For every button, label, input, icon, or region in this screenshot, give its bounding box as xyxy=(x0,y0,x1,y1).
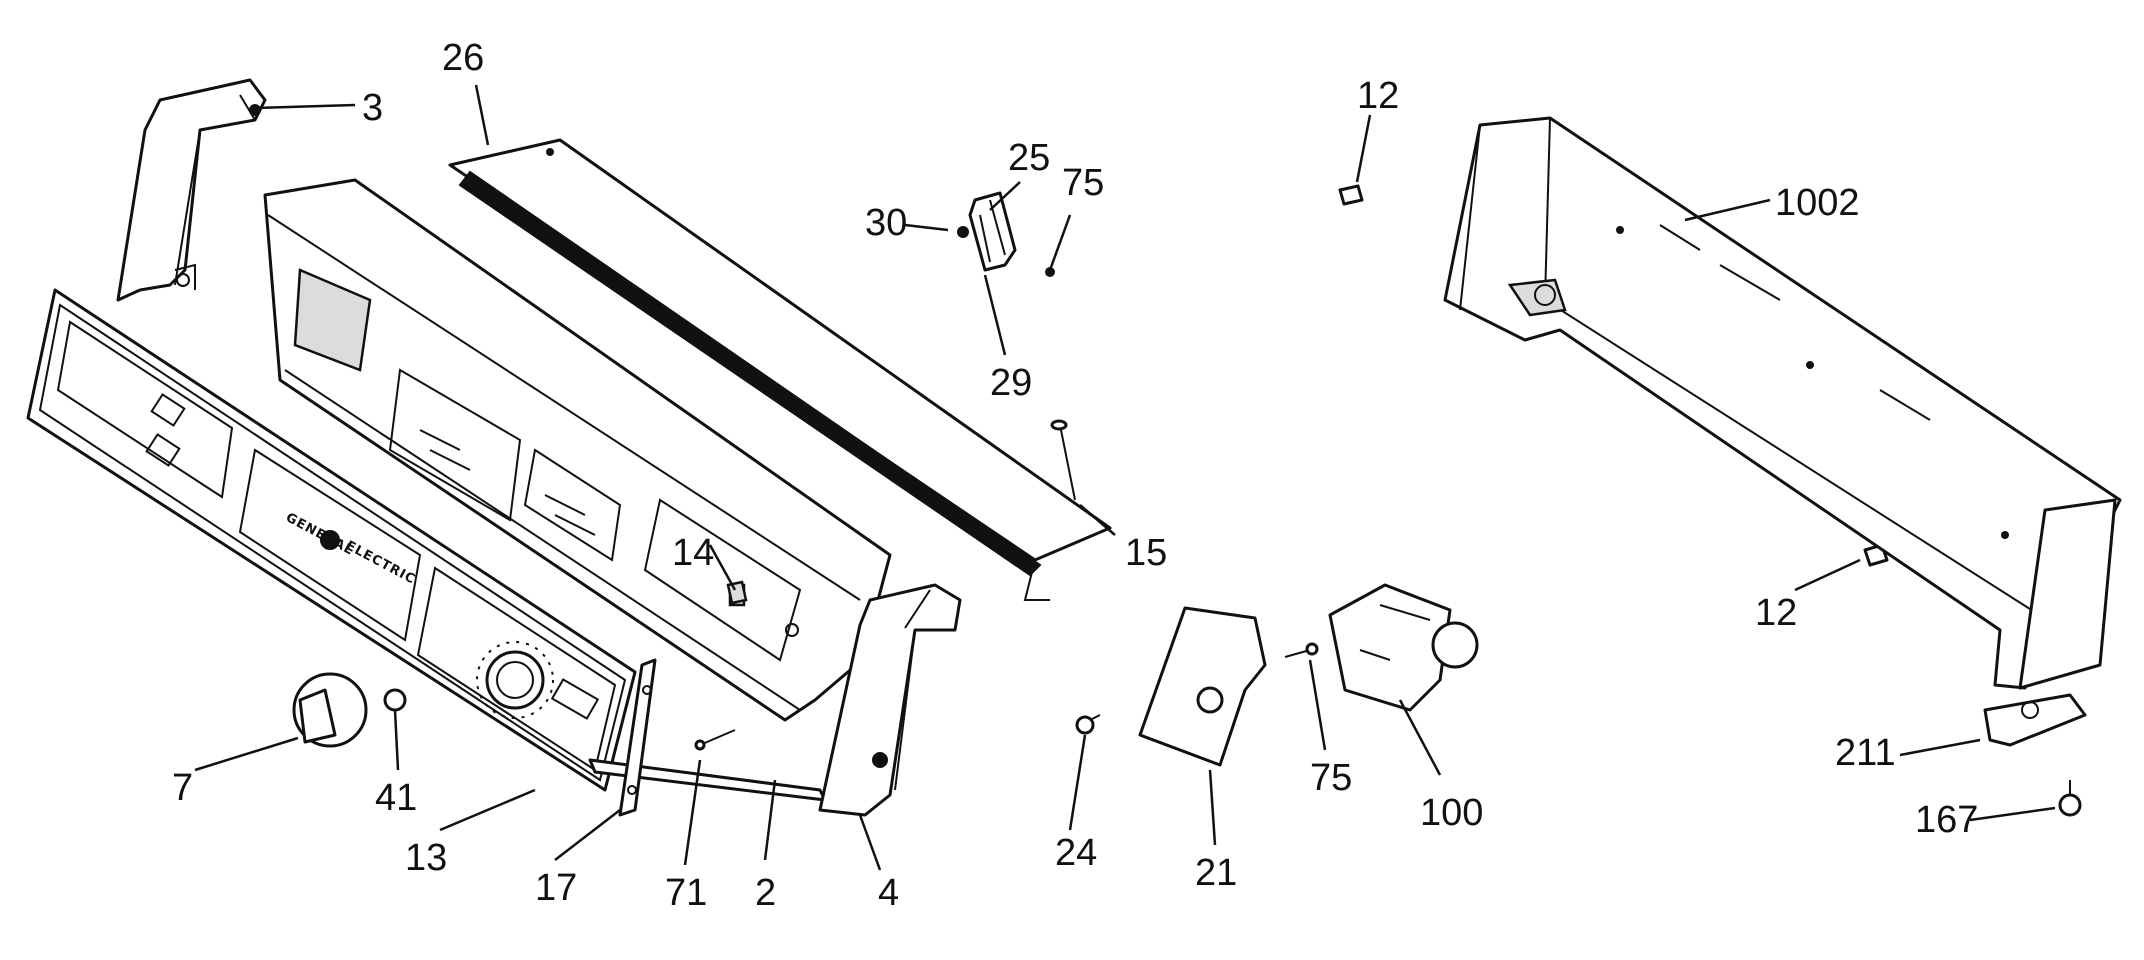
timer xyxy=(1328,583,1479,712)
leader-lines xyxy=(194,84,2056,871)
front-control-panel: GENERAL ELECTRIC xyxy=(26,288,637,792)
backsplash-housing xyxy=(1443,116,2122,690)
mounting-plate xyxy=(1138,606,1267,767)
label-4: 4 xyxy=(878,872,899,914)
clip-top xyxy=(1338,184,1364,206)
label-25: 25 xyxy=(1008,137,1050,179)
label-30: 30 xyxy=(865,202,907,244)
bracket-211 xyxy=(1983,693,2087,747)
label-100: 100 xyxy=(1420,792,1483,834)
label-12-top: 12 xyxy=(1357,75,1399,117)
top-trim-strip xyxy=(448,138,1112,601)
label-1002: 1002 xyxy=(1775,182,1860,224)
label-17: 17 xyxy=(535,867,577,909)
label-14: 14 xyxy=(672,532,714,574)
label-21: 21 xyxy=(1195,852,1237,894)
label-7: 7 xyxy=(172,767,193,809)
label-13: 13 xyxy=(405,837,447,879)
label-41: 41 xyxy=(375,777,417,819)
screw-75-lower xyxy=(1284,642,1319,658)
part-24 xyxy=(1075,714,1101,735)
label-71: 71 xyxy=(665,872,707,914)
right-end-cap xyxy=(818,583,962,817)
label-15: 15 xyxy=(1125,532,1167,574)
switch-assembly xyxy=(957,191,1055,277)
label-29: 29 xyxy=(990,362,1032,404)
label-2: 2 xyxy=(755,872,776,914)
part-labels: 3 26 30 25 75 29 12 1002 15 14 7 41 13 1… xyxy=(172,37,1978,914)
screw-15 xyxy=(1050,419,1076,501)
screw-167 xyxy=(2058,780,2082,817)
label-75-top: 75 xyxy=(1062,162,1104,204)
bracket-17 xyxy=(618,658,657,817)
part-41 xyxy=(383,688,407,712)
part-14 xyxy=(726,580,748,605)
control-knob xyxy=(292,672,368,748)
screw-71 xyxy=(694,729,736,751)
label-12-lower: 12 xyxy=(1755,592,1797,634)
label-75-lower: 75 xyxy=(1310,757,1352,799)
label-3: 3 xyxy=(362,87,383,129)
label-24: 24 xyxy=(1055,832,1097,874)
label-167: 167 xyxy=(1915,799,1978,841)
label-211: 211 xyxy=(1835,732,1896,774)
left-end-cap xyxy=(116,78,267,302)
label-26: 26 xyxy=(442,37,484,79)
